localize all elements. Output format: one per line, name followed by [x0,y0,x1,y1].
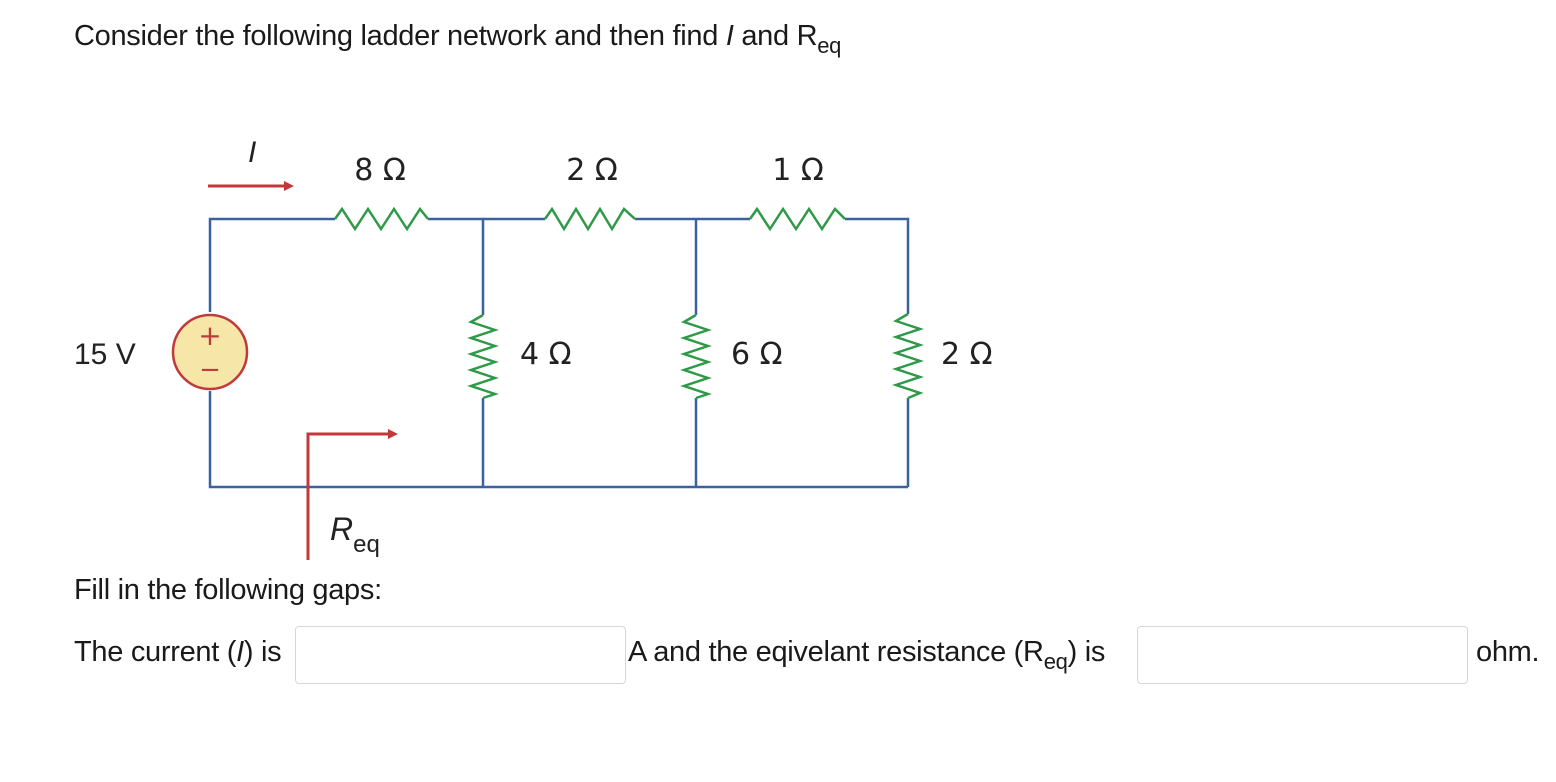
req-prompt-main: R [1023,636,1044,668]
question-req-main: R [796,20,818,52]
voltage-source [171,313,249,391]
current-prompt-symbol: I [236,636,244,668]
unit-label: ohm. [1476,636,1540,668]
label-6-ohm: 6 Ω [731,337,783,372]
req-answer-input[interactable] [1137,626,1468,684]
req-prompt-sub: eq [1043,649,1068,674]
wire-bottom [208,391,908,489]
source-voltage-label: 15 V [74,338,136,371]
question-text: Consider the following ladder network an… [74,20,841,59]
req-prompt-prefix: A and the eqivelant resistance ( [628,636,1024,668]
label-8-ohm: 8 Ω [354,153,406,188]
req-prompt-suffix: ) is [1067,636,1106,668]
resistor-2-ohm-shunt [892,312,924,400]
label-1-ohm: 1 Ω [772,153,824,188]
ladder-circuit-diagram: + − 15 V I Req 8 Ω 2 Ω 1 Ω 4 Ω 6 Ω 2 Ω [74,136,993,560]
wire-top-3 [845,217,910,314]
resistor-2-ohm-series [543,206,636,232]
current-prompt: The current (I) is [74,636,282,669]
source-plus-sign: + [198,319,221,352]
question-req-sub: eq [817,33,842,58]
answer-row: The current (I) is A and the eqivelant r… [0,624,1556,688]
current-prompt-prefix: The current ( [74,636,237,668]
current-label: I [248,136,256,169]
wires [208,217,910,489]
req-label: Req [330,511,380,558]
fill-heading: Fill in the following gaps: [74,574,382,606]
resistor-8-ohm [333,206,429,232]
req-prompt: A and the eqivelant resistance (Req) is [628,636,1105,675]
question-lead: Consider the following ladder network an… [74,20,726,52]
resistor-4-ohm [467,313,499,400]
question-and: and [733,20,797,52]
label-4-ohm: 4 Ω [520,337,572,372]
current-answer-input[interactable] [295,626,626,684]
resistor-1-ohm [748,206,846,232]
resistor-6-ohm [680,313,712,400]
req-arrow [306,429,398,560]
label-2-ohm-shunt: 2 Ω [941,337,993,372]
source-minus-sign: − [199,355,221,385]
current-prompt-suffix: ) is [243,636,282,668]
wire-left-top [208,217,335,312]
label-2-ohm-series: 2 Ω [566,153,618,188]
question-current-symbol: I [725,20,734,52]
